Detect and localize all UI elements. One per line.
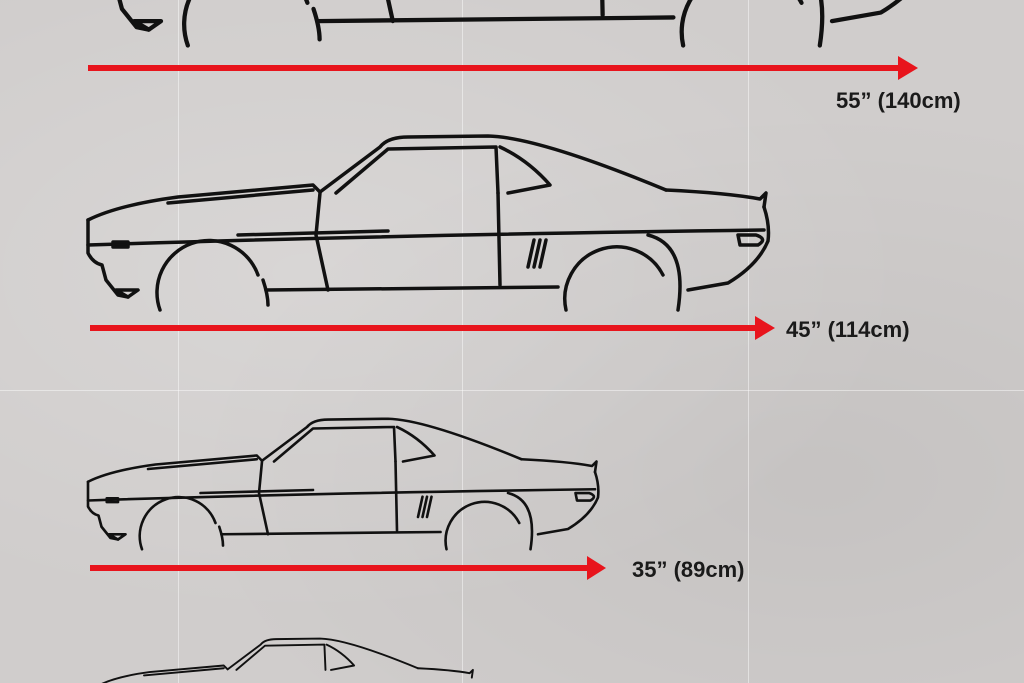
arrow-45in bbox=[90, 316, 775, 340]
tile-seam bbox=[462, 0, 463, 683]
car-35in bbox=[88, 419, 598, 550]
size-label-35in: 35” (89cm) bbox=[632, 557, 745, 582]
arrow-55in bbox=[88, 56, 918, 80]
size-label-45in: 45” (114cm) bbox=[786, 317, 910, 342]
car-45in bbox=[88, 136, 769, 310]
tile-seam bbox=[178, 0, 179, 683]
car-55in bbox=[100, 0, 930, 46]
car-small bbox=[99, 637, 474, 683]
tile-seam bbox=[0, 390, 1024, 391]
tile-seam bbox=[748, 0, 749, 683]
arrow-35in bbox=[90, 556, 606, 580]
size-label-55in: 55” (140cm) bbox=[836, 88, 961, 113]
